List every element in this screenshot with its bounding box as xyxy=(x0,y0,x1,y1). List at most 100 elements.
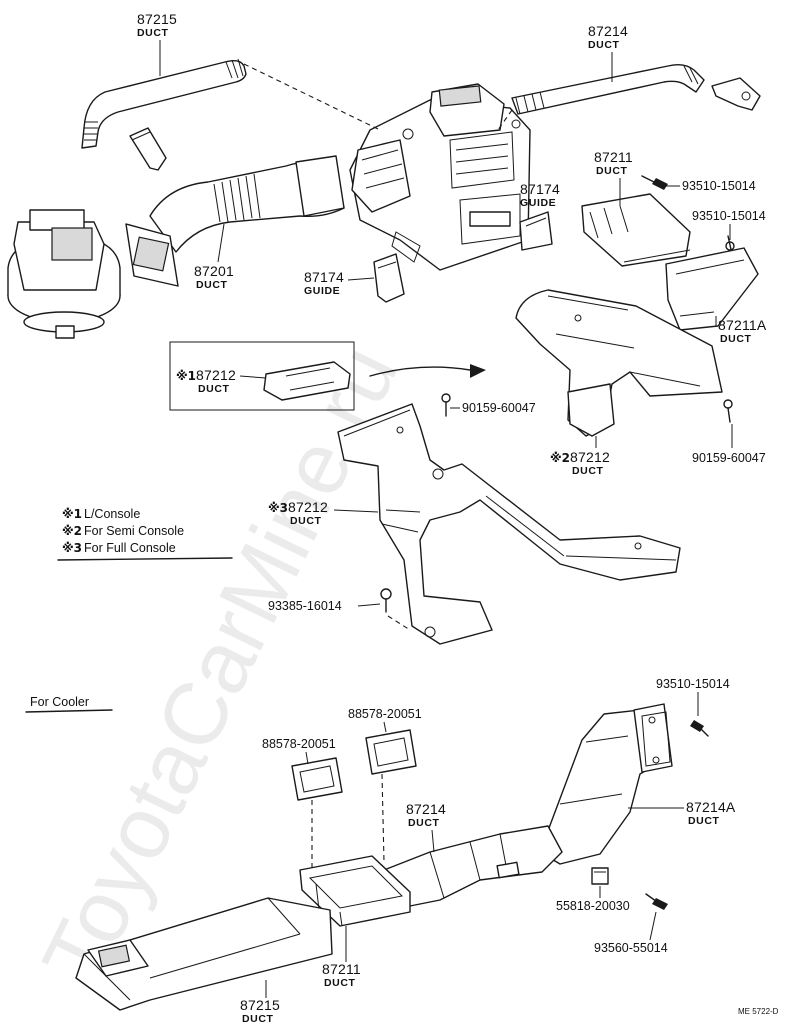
svg-text:87215: 87215 xyxy=(240,997,280,1013)
gasket-88578-right xyxy=(365,729,417,775)
svg-text:87211: 87211 xyxy=(322,961,361,977)
screw-90159-b xyxy=(723,399,733,423)
label-87211-top: 87211 DUCT xyxy=(594,149,633,206)
svg-text:For Cooler: For Cooler xyxy=(30,695,89,709)
label-87211-cooler: 87211 DUCT xyxy=(322,926,361,989)
label-93510-cooler: 93510-15014 xyxy=(656,677,730,716)
label-88578-right: 88578-20051 xyxy=(348,707,422,733)
svg-text:DUCT: DUCT xyxy=(572,465,604,477)
guide-87174-left xyxy=(373,253,405,303)
duct-87214A xyxy=(539,703,673,865)
screw-90159-a xyxy=(441,393,451,417)
svg-text:87214: 87214 xyxy=(588,23,628,39)
svg-text:88578-20051: 88578-20051 xyxy=(348,707,422,721)
label-87214A: 87214A DUCT xyxy=(628,799,736,827)
svg-text:87174: 87174 xyxy=(520,181,560,197)
clip-55818 xyxy=(591,867,609,885)
duct-87212-semi xyxy=(515,289,723,437)
label-87212-lconsole: ※1 87212 DUCT xyxy=(176,367,267,395)
svg-text:93510-15014: 93510-15014 xyxy=(692,209,766,223)
label-87215-top: 87215 DUCT xyxy=(137,11,177,76)
label-87201: 87201 DUCT xyxy=(194,223,234,291)
label-87215-cooler: 87215 DUCT xyxy=(240,980,280,1025)
inset-87212-lconsole xyxy=(169,341,486,411)
duct-87211-cooler xyxy=(299,855,411,927)
label-87214-cooler: 87214 DUCT xyxy=(406,801,446,853)
svg-text:90159-60047: 90159-60047 xyxy=(462,401,536,415)
assembly-line-87215 xyxy=(243,63,381,131)
duct-87211A xyxy=(665,247,759,331)
svg-text:DUCT: DUCT xyxy=(198,383,230,395)
svg-text:※1: ※1 xyxy=(176,369,196,383)
svg-text:GUIDE: GUIDE xyxy=(304,285,340,297)
svg-text:93510-15014: 93510-15014 xyxy=(656,677,730,691)
assembly-line-93385 xyxy=(387,615,411,631)
svg-text:DUCT: DUCT xyxy=(408,817,440,829)
svg-text:DUCT: DUCT xyxy=(688,815,720,827)
label-55818: 55818-20030 xyxy=(556,886,630,913)
svg-text:87211: 87211 xyxy=(594,149,633,165)
svg-text:DUCT: DUCT xyxy=(588,39,620,51)
duct-87215-upper xyxy=(81,58,247,171)
svg-text:87211A: 87211A xyxy=(718,317,767,333)
duct-87215-cooler xyxy=(75,897,333,1011)
svg-text:DUCT: DUCT xyxy=(196,279,228,291)
svg-text:90159-60047: 90159-60047 xyxy=(692,451,766,465)
screw-93510-a xyxy=(641,175,668,190)
duct-87201 xyxy=(125,155,345,287)
svg-text:DUCT: DUCT xyxy=(137,27,169,39)
svg-text:87212: 87212 xyxy=(288,499,328,515)
label-90159-b: 90159-60047 xyxy=(692,424,766,465)
guide-87174-right xyxy=(519,211,553,251)
svg-text:87214A: 87214A xyxy=(686,799,736,815)
svg-text:87215: 87215 xyxy=(137,11,177,27)
label-87212-full: ※3 87212 DUCT xyxy=(268,499,379,527)
svg-text:87212: 87212 xyxy=(570,449,610,465)
label-87174-right: 87174 GUIDE xyxy=(520,181,560,209)
blower-motor xyxy=(7,209,121,339)
duct-87211-upper xyxy=(581,193,691,267)
legend-text-1: L/Console xyxy=(84,507,140,521)
label-93385: 93385-16014 xyxy=(268,599,381,613)
assembly-line-gasket-right xyxy=(381,773,385,863)
svg-text:DUCT: DUCT xyxy=(290,515,322,527)
svg-text:87212: 87212 xyxy=(196,367,236,383)
legend: ※1 L/Console ※2 For Semi Console ※3 For … xyxy=(57,507,233,561)
svg-text:55818-20030: 55818-20030 xyxy=(556,899,630,913)
duct-87214-cooler xyxy=(383,825,563,909)
svg-text:87201: 87201 xyxy=(194,263,234,279)
svg-text:※3: ※3 xyxy=(268,501,288,515)
label-87212-semi: ※2 87212 DUCT xyxy=(550,436,610,477)
legend-text-3: For Full Console xyxy=(84,541,176,555)
svg-text:87214: 87214 xyxy=(406,801,446,817)
drawing-code: ME 5722-D xyxy=(738,1007,779,1016)
legend-mark-2: ※2 xyxy=(62,524,82,538)
cooler-section-title: For Cooler xyxy=(25,695,113,713)
duct-87212-full xyxy=(337,403,681,645)
svg-text:87174: 87174 xyxy=(304,269,344,285)
duct-87214-upper xyxy=(511,63,761,115)
svg-text:93510-15014: 93510-15014 xyxy=(682,179,756,193)
svg-text:DUCT: DUCT xyxy=(324,977,356,989)
legend-mark-3: ※3 xyxy=(62,541,82,555)
assembly-line-87214 xyxy=(497,109,513,131)
label-87214-top: 87214 DUCT xyxy=(588,23,628,82)
svg-text:※2: ※2 xyxy=(550,451,570,465)
svg-text:93560-55014: 93560-55014 xyxy=(594,941,668,955)
svg-text:DUCT: DUCT xyxy=(596,165,628,177)
label-87174-left: 87174 GUIDE xyxy=(304,269,375,297)
svg-text:GUIDE: GUIDE xyxy=(520,197,556,209)
screw-93510-cooler xyxy=(690,720,709,737)
svg-text:DUCT: DUCT xyxy=(242,1013,274,1025)
label-88578-left: 88578-20051 xyxy=(262,737,336,765)
center-unit xyxy=(349,83,531,271)
label-93510-a: 93510-15014 xyxy=(666,179,756,193)
svg-text:DUCT: DUCT xyxy=(720,333,752,345)
svg-text:93385-16014: 93385-16014 xyxy=(268,599,342,613)
label-93560: 93560-55014 xyxy=(594,911,668,955)
legend-mark-1: ※1 xyxy=(62,507,82,521)
label-90159-a: 90159-60047 xyxy=(450,401,536,415)
bolt-93560 xyxy=(645,893,668,910)
svg-text:88578-20051: 88578-20051 xyxy=(262,737,336,751)
